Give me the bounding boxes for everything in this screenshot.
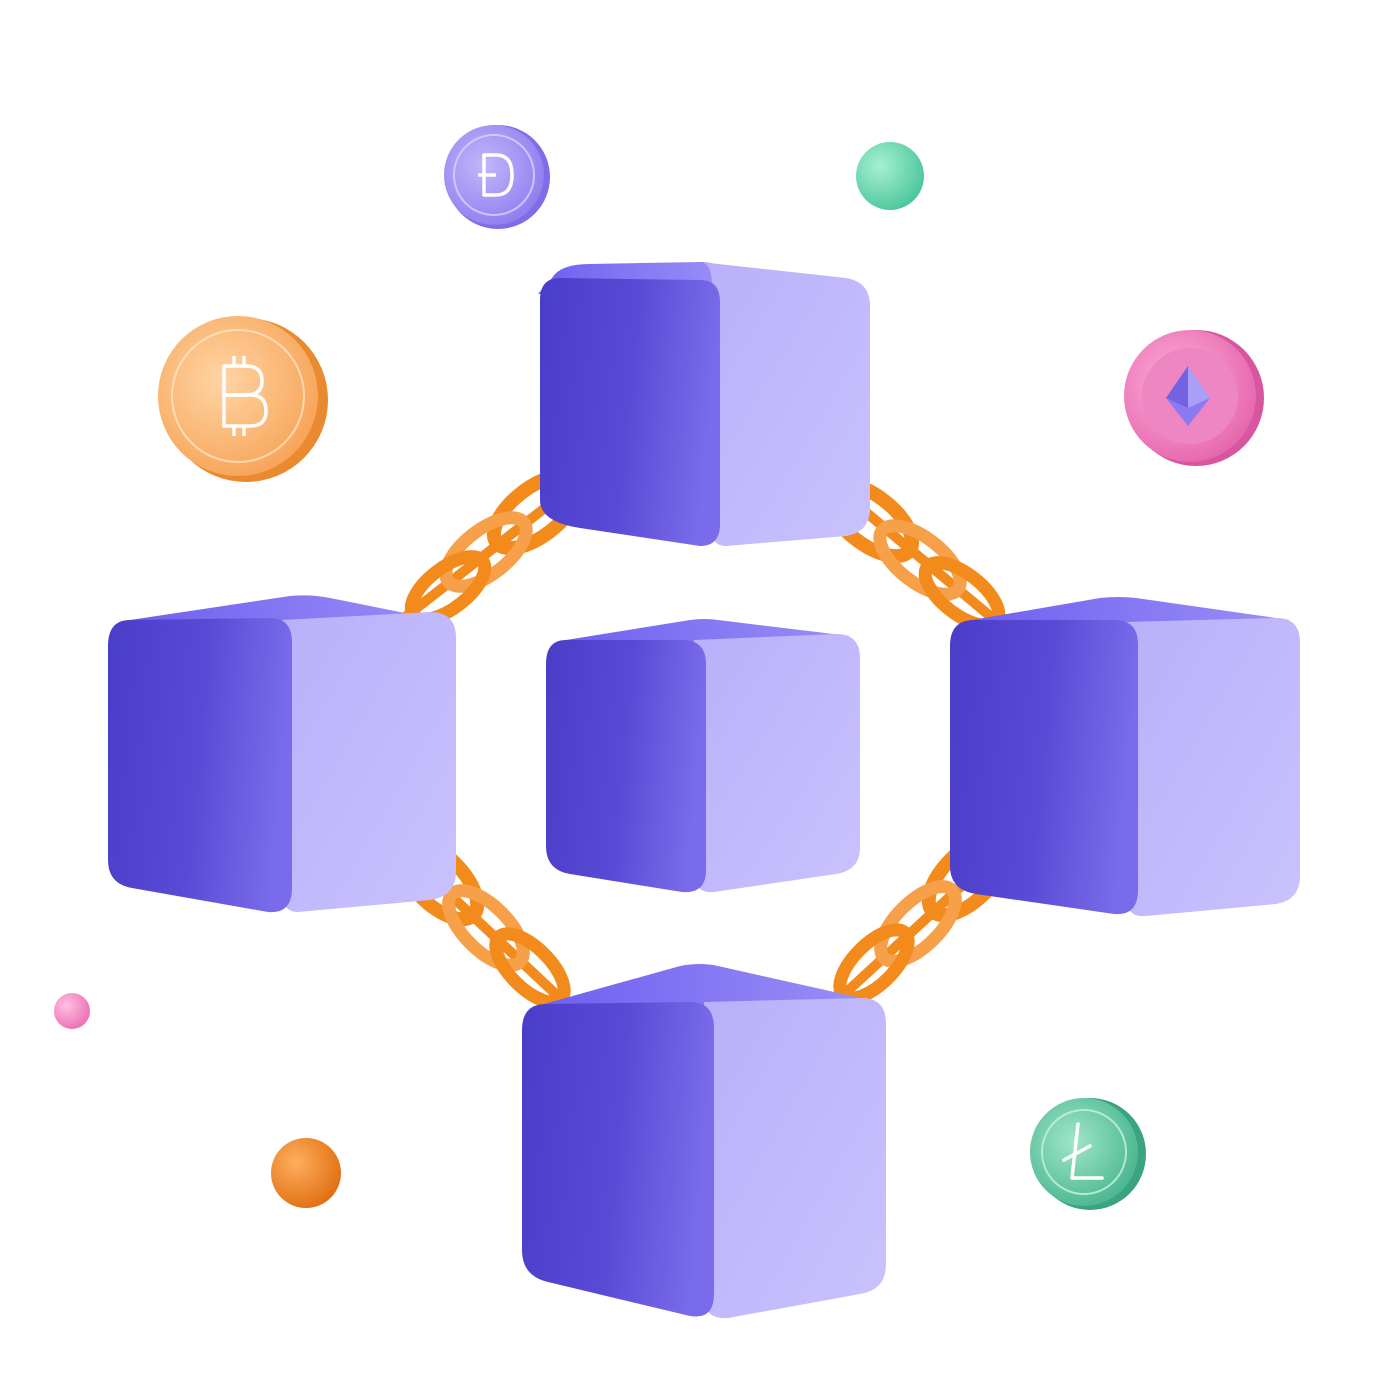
orb-teal	[856, 142, 924, 210]
orb-orange	[271, 1138, 341, 1208]
block-left	[108, 595, 456, 913]
bitcoin-icon	[222, 356, 268, 436]
litecoin-icon	[1062, 1122, 1104, 1180]
ethereum-coin	[1124, 330, 1264, 466]
dogecoin-icon	[478, 153, 514, 197]
bitcoin-coin	[158, 316, 328, 482]
orb-pink	[54, 993, 90, 1029]
dogecoin-coin	[444, 125, 550, 229]
block-center	[546, 619, 860, 893]
litecoin-coin	[1030, 1098, 1146, 1210]
ethereum-icon	[1166, 366, 1210, 426]
block-right	[950, 597, 1300, 917]
block-bottom	[522, 964, 886, 1319]
block-top	[538, 262, 870, 546]
